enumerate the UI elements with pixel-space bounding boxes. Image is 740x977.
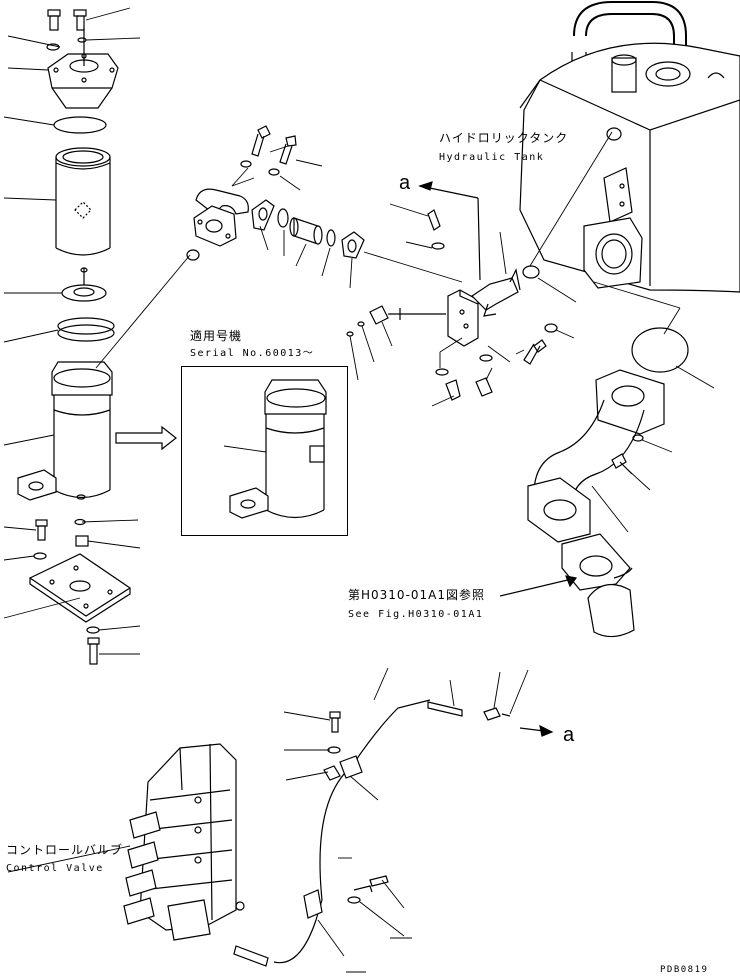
page-code: PDB0819 xyxy=(660,965,709,975)
filter-cover xyxy=(47,28,119,109)
center-valve xyxy=(346,209,558,401)
serial-filter-case xyxy=(223,379,327,519)
filter-stack xyxy=(17,9,132,665)
tank-label-jp: ハイドロリックタンク xyxy=(439,131,569,145)
clamp-parts xyxy=(323,711,389,904)
bolt-top-left xyxy=(47,9,61,31)
leader-lines-fittings xyxy=(231,145,463,289)
split-flange xyxy=(251,199,275,231)
nut-mid xyxy=(75,535,89,547)
mounting-plate xyxy=(28,553,132,623)
flange-right xyxy=(341,231,365,259)
bolt-bottom xyxy=(87,637,100,665)
bolt-mid-left xyxy=(35,519,48,541)
o-ring-fit xyxy=(277,208,289,228)
serial-label-jp: 適用号機 xyxy=(190,329,243,343)
o-ring-tank xyxy=(631,327,689,373)
filter-element xyxy=(55,147,111,256)
marker-a-top-arrow xyxy=(418,181,481,281)
elbow-flange xyxy=(193,188,249,247)
leader-lines-center xyxy=(349,203,577,407)
leader-lines-left xyxy=(3,7,191,655)
washer-mid-left xyxy=(33,552,47,560)
coupling-tube xyxy=(289,217,323,245)
o-ring-fit-2 xyxy=(326,229,336,247)
leader-lines-hose xyxy=(283,667,529,973)
ref-label-en: See Fig.H0310-01A1 xyxy=(348,609,484,620)
serial-detail-box xyxy=(181,366,348,536)
hydraulic-tank xyxy=(519,1,740,293)
leader-lines-tank xyxy=(529,131,681,335)
strainer-ring xyxy=(57,317,115,342)
bolt-clamp-top xyxy=(329,711,341,733)
callout-bubble-left xyxy=(186,249,200,261)
bolt-top-right xyxy=(73,9,87,31)
ref-label-jp: 第H0310-01A1図参照 xyxy=(348,588,486,602)
filter-case xyxy=(17,361,113,501)
tank-label-en: Hydraulic Tank xyxy=(439,152,545,163)
marker-a-bottom: a xyxy=(563,724,575,746)
washer-fit-2 xyxy=(268,168,280,176)
suction-pipe xyxy=(527,369,665,638)
o-ring-cover xyxy=(53,116,107,134)
bolt-fit-2 xyxy=(279,135,297,165)
leader-lines-pipe xyxy=(591,439,673,533)
valve-label-en: Control Valve xyxy=(6,863,104,874)
valve-label-jp: コントロールバルブ xyxy=(6,843,124,857)
serial-label-en: Serial No.60013～ xyxy=(190,348,315,359)
marker-a-top: a xyxy=(399,172,411,194)
washer-bottom xyxy=(86,626,100,634)
suction-fittings xyxy=(193,125,365,259)
ref-arrow xyxy=(499,575,578,597)
bolt-fit-1 xyxy=(251,125,271,157)
control-valve xyxy=(123,743,245,941)
serial-arrow xyxy=(115,425,177,451)
washer-top-right xyxy=(77,37,87,43)
washer-fit-1 xyxy=(240,160,252,168)
relief-valve xyxy=(61,267,107,302)
pilot-hose xyxy=(233,699,554,967)
